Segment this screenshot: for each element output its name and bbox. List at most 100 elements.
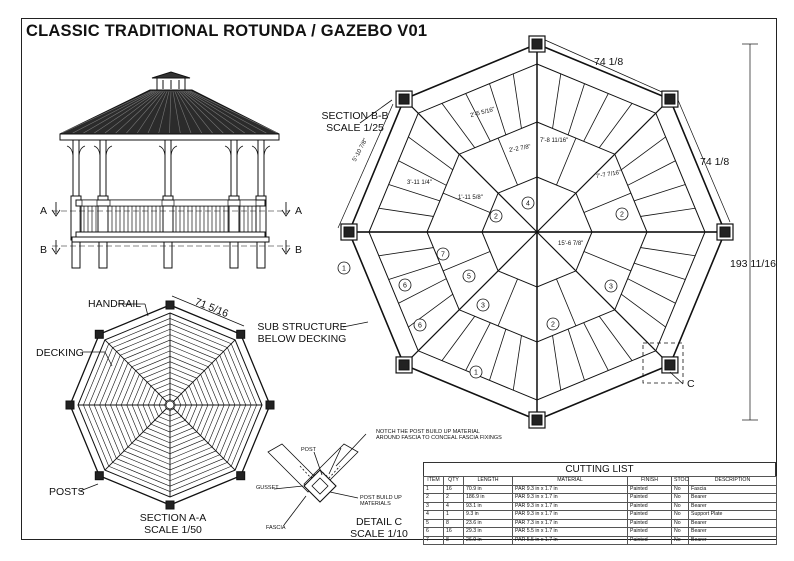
section-bb-title: SECTION B-B [321, 110, 389, 122]
table-cell: No [671, 510, 689, 520]
callout-number: 1 [342, 266, 346, 273]
detail-c-scale: SCALE 1/10 [350, 528, 408, 540]
section-aa-plan [65, 295, 275, 510]
table-cell: PAR 9.3 in x 1.7 in [512, 493, 628, 503]
callout-number: 6 [418, 323, 422, 330]
post [94, 471, 104, 481]
table-cell: 1 [423, 484, 444, 494]
table-cell: 6 [423, 527, 444, 537]
bearer [403, 98, 538, 233]
drawing-title: CLASSIC TRADITIONAL ROTUNDA / GAZEBO V01 [26, 22, 428, 40]
table-cell: No [671, 484, 689, 494]
post [165, 500, 175, 510]
bearer [403, 231, 538, 366]
posts-label: POSTS [49, 486, 85, 498]
detail-c-marker: C [687, 378, 695, 390]
table-cell: PAR 9.3 in x 1.7 in [512, 484, 628, 494]
bearer [536, 98, 671, 233]
section-bb-scale: SCALE 1/25 [326, 122, 384, 134]
dim-d6: 1'-11 5/8" [458, 195, 483, 201]
table-cell: 3 [423, 501, 444, 511]
table-cell: PAR 5.5 in x 1.7 in [512, 527, 628, 537]
table-cell: 93.1 in [463, 501, 513, 511]
table-cell: 2 [443, 493, 464, 503]
table-cell: Fascia [688, 484, 777, 494]
table-cell: Bearer [688, 493, 777, 503]
cutting-list-title: CUTTING LIST [423, 462, 776, 476]
table-cell: 2 [423, 493, 444, 503]
table-cell: PAR 7.3 in x 1.7 in [512, 518, 628, 528]
table-cell: 7 [423, 535, 444, 545]
dim-right-side: 74 1/8 [700, 156, 730, 168]
handrail-label: HANDRAIL [88, 298, 142, 310]
table-cell: 29.3 in [463, 527, 513, 537]
label-leaders [79, 99, 393, 492]
table-cell: No [671, 493, 689, 503]
callout: 3 [604, 279, 618, 293]
table-cell: Painted [627, 518, 672, 528]
post [236, 329, 246, 339]
table-cell: 70.9 in [463, 484, 513, 494]
table-cell: 4 [423, 510, 444, 520]
callout: 2 [615, 207, 629, 221]
dim-line [171, 295, 245, 327]
gazebo-elevation [51, 71, 291, 269]
cutting-list-table: ITEMQTYLENGTHMATERIALFINISHSTOCKDESCRIPT… [423, 476, 777, 545]
post [395, 90, 413, 108]
detail-c-gusset-label: GUSSET [256, 485, 279, 491]
table-cell: Painted [627, 535, 672, 545]
callout-number: 6 [403, 283, 407, 290]
table-cell: 4 [443, 501, 464, 511]
cutting-list-header: QTY [443, 476, 464, 486]
callout-number: 3 [481, 303, 485, 310]
table-cell: Bearer [688, 535, 777, 545]
section-a-marker-left: A [40, 205, 48, 217]
dim-d7: 15'-6 7/8" [558, 241, 584, 247]
table-cell: 5 [423, 518, 444, 528]
table-cell: Painted [627, 484, 672, 494]
post [528, 35, 546, 53]
detail-c-drawing [267, 433, 367, 526]
decking-label: DECKING [36, 347, 84, 359]
table-cell: Bearer [688, 518, 777, 528]
cutting-list-header: DESCRIPTION [688, 476, 777, 486]
table-cell: No [671, 501, 689, 511]
post [165, 300, 175, 310]
detail-c-post-label: POST [301, 447, 316, 453]
callout: 1 [469, 365, 483, 379]
detail-c-title: DETAIL C [355, 516, 403, 528]
post [94, 329, 104, 339]
table-cell: 1 [443, 510, 464, 520]
detail-c-buildup-label: POST BUILD UP MATERIALS [360, 495, 402, 507]
callout-number: 5 [467, 274, 471, 281]
cutting-list-header: MATERIAL [512, 476, 628, 486]
table-cell: No [671, 535, 689, 545]
table-cell: 9.3 in [463, 510, 513, 520]
dim-top-side: 74 1/8 [594, 56, 624, 68]
callout-number: 2 [494, 214, 498, 221]
section-aa-title: SECTION A-A [139, 512, 207, 524]
table-cell: No [671, 518, 689, 528]
callout: 7 [436, 247, 450, 261]
callout-number: 2 [551, 322, 555, 329]
table-cell: Painted [627, 493, 672, 503]
table-cell: Painted [627, 527, 672, 537]
table-cell: Support Plate [688, 510, 777, 520]
table-cell: 16 [443, 484, 464, 494]
post [65, 400, 75, 410]
post [395, 356, 413, 374]
table-cell: 26.9 in [463, 535, 513, 545]
table-cell: 186.9 in [463, 493, 513, 503]
post [661, 90, 679, 108]
section-aa-scale: SCALE 1/50 [144, 524, 202, 536]
cutting-list-header: FINISH [627, 476, 672, 486]
callout: 6 [413, 318, 427, 332]
detail-c-note: NOTCH THE POST BUILD UP MATERIAL AROUND … [376, 429, 502, 441]
